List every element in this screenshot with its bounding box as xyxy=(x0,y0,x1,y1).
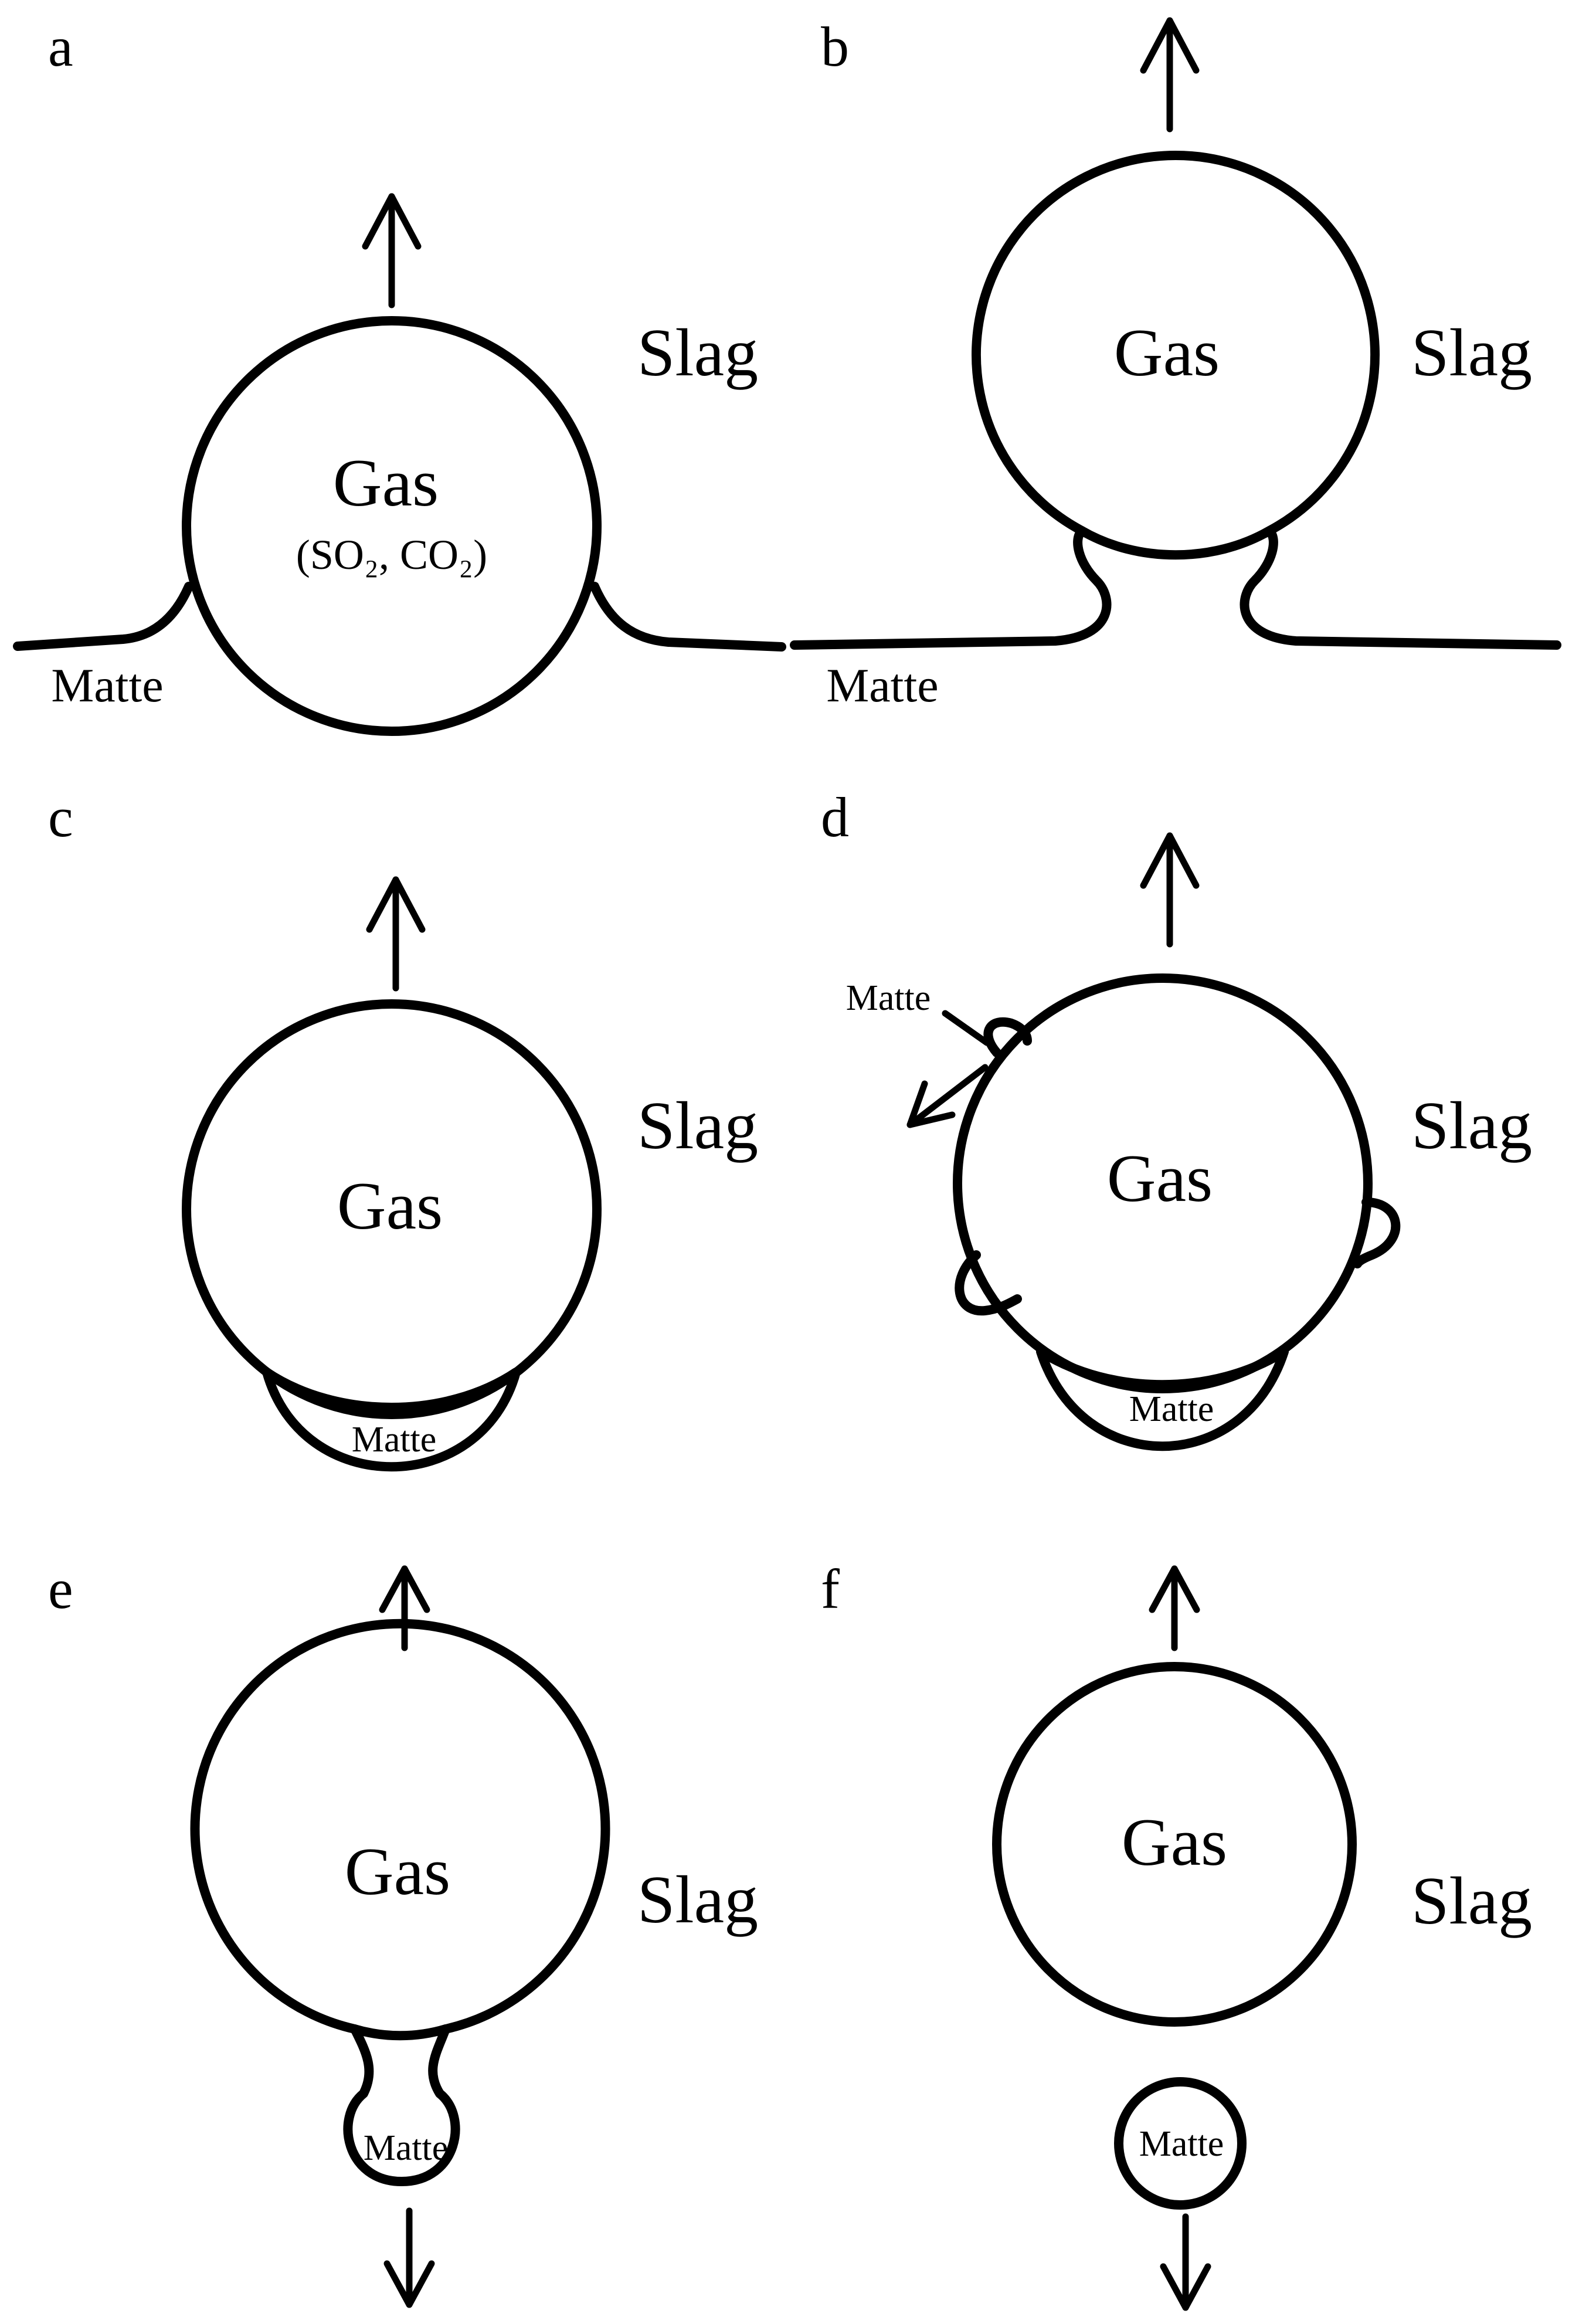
panel-a-matte-interface-right xyxy=(590,582,786,652)
panel-f-letter: f xyxy=(821,1558,840,1620)
panel-f-down-arrow xyxy=(1160,2213,1211,2311)
panel-a: a Gas (SO₂, CO₂) Slag Matte xyxy=(13,15,786,736)
panel-b-gas-bubble xyxy=(972,151,1380,535)
panel-e: e Gas Slag Matte xyxy=(48,1558,758,2308)
panel-d-matte-droplet-upper-left xyxy=(983,1017,1032,1057)
panel-c-letter: c xyxy=(48,786,73,849)
panel-c-up-arrow xyxy=(366,876,426,992)
panel-b-letter: b xyxy=(821,15,849,78)
panel-a-gas-label: Gas xyxy=(333,446,439,521)
panel-e-matte-label: Matte xyxy=(364,2128,449,2168)
panel-e-gas-bubble xyxy=(190,1619,610,2034)
panel-e-matte-neck-droplet xyxy=(343,2024,460,2186)
panel-a-gas-composition: (SO₂, CO₂) xyxy=(296,531,487,578)
panel-a-up-arrow xyxy=(362,193,422,308)
panel-e-up-arrow xyxy=(379,1565,430,1651)
panel-a-matte-label: Matte xyxy=(51,659,163,712)
panel-b-matte-label: Matte xyxy=(826,659,938,712)
panel-f-gas-bubble xyxy=(992,1662,1357,2027)
panel-b-matte-neck xyxy=(790,526,1561,650)
panel-d-matte-droplet-right xyxy=(1353,1197,1401,1268)
panel-d: d Gas Slag Matte Matte xyxy=(821,786,1532,1451)
panel-e-down-arrow xyxy=(383,2207,435,2308)
panel-f-matte-droplet xyxy=(1114,2077,1247,2210)
panel-d-matte-pointer-label: Matte xyxy=(846,978,931,1018)
panel-c-matte-cap xyxy=(262,1368,521,1472)
panel-d-matte-leader-line xyxy=(942,1010,990,1046)
panel-a-matte-interface-left xyxy=(13,582,193,651)
panel-d-up-arrow xyxy=(1140,832,1200,948)
panel-d-droplet-release-arrow xyxy=(906,1064,989,1128)
panel-e-gas-label: Gas xyxy=(345,1834,450,1909)
panel-f-slag-label: Slag xyxy=(1411,1864,1532,1939)
panel-b: b Gas Slag Matte xyxy=(790,15,1561,712)
panel-f: f Gas Slag Matte xyxy=(821,1558,1532,2311)
panel-f-up-arrow xyxy=(1149,1565,1200,1651)
panel-a-letter: a xyxy=(48,15,73,78)
panel-d-matte-cap xyxy=(1036,1347,1289,1451)
panel-c-matte-label: Matte xyxy=(352,1420,437,1460)
panel-c-gas-bubble xyxy=(182,999,602,1419)
panel-e-letter: e xyxy=(48,1558,73,1620)
panel-b-slag-label: Slag xyxy=(1411,315,1532,391)
panel-e-slag-label: Slag xyxy=(637,1862,758,1938)
panel-a-gas-bubble xyxy=(182,316,602,736)
panel-f-matte-label: Matte xyxy=(1139,2124,1224,2164)
panel-f-gas-label: Gas xyxy=(1122,1805,1227,1880)
panel-d-gas-label: Gas xyxy=(1107,1141,1213,1216)
panel-d-matte-label: Matte xyxy=(1129,1389,1214,1429)
panel-c: c Gas Slag Matte xyxy=(48,786,758,1472)
panel-c-gas-label: Gas xyxy=(337,1169,443,1244)
panel-d-letter: d xyxy=(821,786,849,849)
panel-c-slag-label: Slag xyxy=(637,1088,758,1163)
panel-d-slag-label: Slag xyxy=(1411,1088,1532,1163)
panel-a-slag-label: Slag xyxy=(637,315,758,391)
panel-d-matte-droplet-lower-left xyxy=(955,1250,1022,1316)
panel-b-gas-label: Gas xyxy=(1114,315,1220,391)
panel-b-up-arrow xyxy=(1140,17,1200,133)
